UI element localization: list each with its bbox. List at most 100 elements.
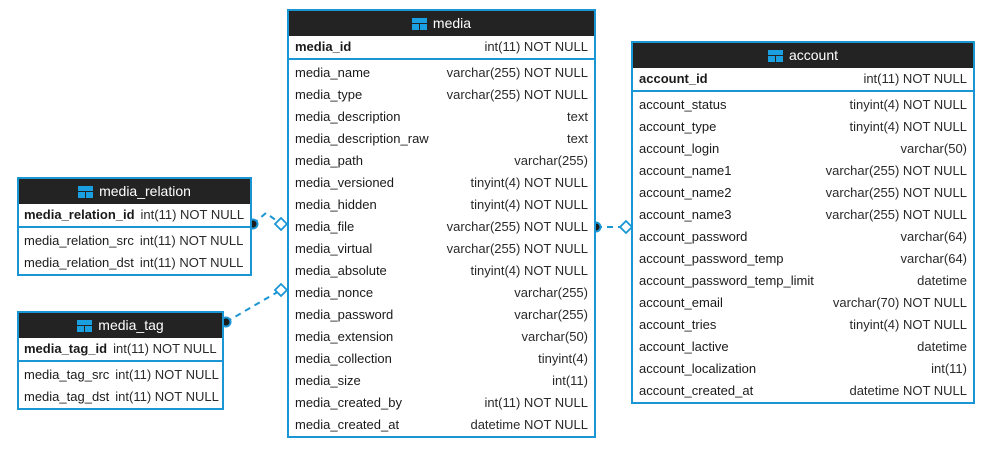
field-type: tinyint(4) NOT NULL [849,97,967,112]
table-row[interactable]: media_tag_src int(11) NOT NULL [19,364,222,386]
field-type: int(11) NOT NULL [140,207,245,222]
field-type: varchar(255) [514,285,588,300]
field-name: media_relation_dst [24,255,134,270]
field-name: account_localization [639,361,757,376]
field-type: int(11) NOT NULL [139,255,244,270]
field-type: tinyint(4) NOT NULL [849,119,967,134]
field-name: media_virtual [295,241,373,256]
table-row-pk[interactable]: account_id int(11) NOT NULL [633,68,973,90]
field-type: datetime NOT NULL [470,417,588,432]
field-name: account_status [639,97,727,112]
table-row-pk[interactable]: media_tag_id int(11) NOT NULL [19,338,222,360]
field-name: account_name2 [639,185,732,200]
field-type: tinyint(4) NOT NULL [849,317,967,332]
table-row[interactable]: media_relation_dst int(11) NOT NULL [19,252,250,274]
table-body-account: account_status tinyint(4) NOT NULL accoun… [633,92,973,402]
table-header-media: media [289,11,594,36]
field-type: varchar(255) [514,153,588,168]
field-type: int(11) NOT NULL [484,395,588,410]
field-type: tinyint(4) NOT NULL [470,197,588,212]
table-account[interactable]: account account_id int(11) NOT NULL acco… [631,41,975,404]
field-type: varchar(255) NOT NULL [446,87,588,102]
table-title: media_tag [98,317,164,333]
marker-open-diamond [273,216,289,232]
relationship-media-account[interactable] [590,219,634,235]
field-name: media_relation_src [24,233,134,248]
table-row[interactable]: account_localization int(11) [633,358,973,380]
field-type: int(11) [552,373,588,388]
field-name: account_login [639,141,720,156]
field-name: media_description [295,109,401,124]
field-type: int(11) NOT NULL [484,39,588,54]
table-row[interactable]: media_description_raw text [289,128,594,150]
field-type: int(11) NOT NULL [113,341,217,356]
field-name: media_tag_dst [24,389,110,404]
table-row[interactable]: media_tag_dst int(11) NOT NULL [19,386,222,408]
field-type: varchar(50) [521,329,588,344]
field-type: int(11) NOT NULL [139,233,244,248]
field-type: tinyint(4) NOT NULL [470,263,588,278]
field-type: varchar(64) [900,251,967,266]
table-row-pk[interactable]: media_id int(11) NOT NULL [289,36,594,58]
field-type: varchar(50) [900,141,967,156]
field-type: datetime NOT NULL [849,383,967,398]
table-media_relation[interactable]: media_relation media_relation_id int(11)… [17,177,252,276]
field-name: account_password_temp_limit [639,273,814,288]
table-row-pk[interactable]: media_relation_id int(11) NOT NULL [19,204,250,226]
table-title: account [788,47,839,63]
field-type: int(11) NOT NULL [115,367,219,382]
field-name: media_absolute [295,263,387,278]
table-row[interactable]: account_password_temp_limit datetime [633,270,973,292]
field-name: media_tag_src [24,367,110,382]
relationship-media_relation-media[interactable] [247,211,289,232]
field-type: varchar(255) [514,307,588,322]
table-media_tag[interactable]: media_tag media_tag_id int(11) NOT NULL … [17,311,224,410]
table-row[interactable]: media_absolute tinyint(4) NOT NULL [289,260,594,282]
field-name: account_id [639,71,708,86]
field-name: media_file [295,219,355,234]
field-name: media_relation_id [24,207,135,222]
field-name: account_lactive [639,339,729,354]
table-row[interactable]: account_status tinyint(4) NOT NULL [633,94,973,116]
field-type: datetime [917,273,967,288]
table-row[interactable]: account_login varchar(50) [633,138,973,160]
field-name: media_description_raw [295,131,429,146]
field-type: varchar(255) NOT NULL [446,65,588,80]
table-row[interactable]: media_relation_src int(11) NOT NULL [19,230,250,252]
table-title: media [432,15,472,31]
field-name: media_collection [295,351,392,366]
table-media[interactable]: media media_id int(11) NOT NULL media_na… [287,9,596,438]
table-row[interactable]: media_collection tinyint(4) [289,348,594,370]
field-type: tinyint(4) [538,351,588,366]
pk-separator [633,90,973,92]
relationship-media_tag-media[interactable] [220,282,289,328]
field-type: text [567,131,588,146]
field-type: int(11) [931,361,967,376]
